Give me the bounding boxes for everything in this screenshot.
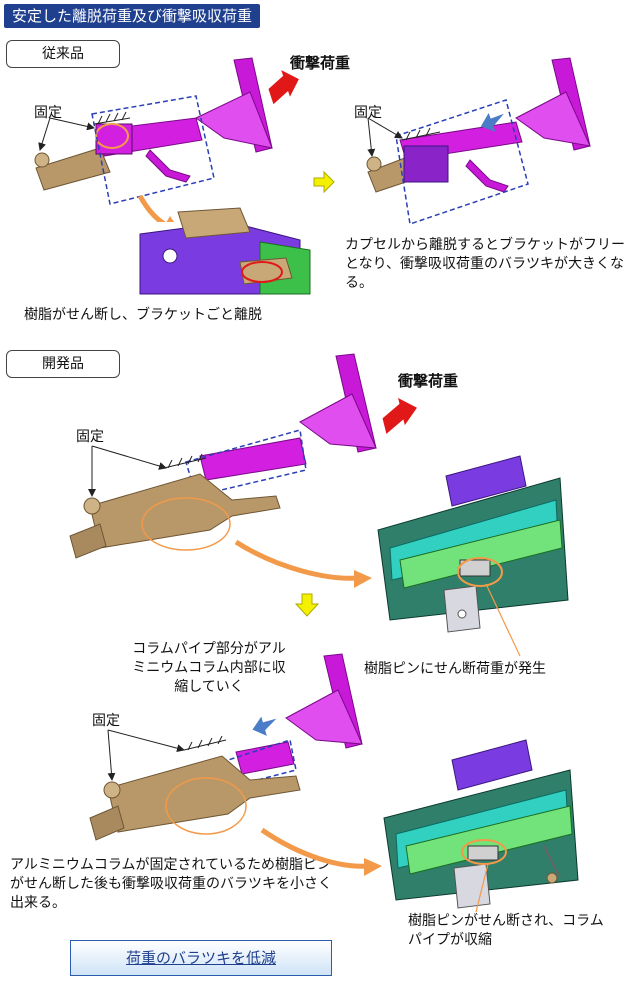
steering-column-conventional-before <box>34 57 273 205</box>
callout-ellipse <box>141 497 231 551</box>
callout-arrow <box>234 539 359 581</box>
callout-arrowhead <box>354 570 372 588</box>
impact-arrow-developed <box>382 397 417 434</box>
step-arrow-down <box>294 593 320 617</box>
retract-arrow-conventional <box>480 112 504 132</box>
fixed-leader <box>49 117 95 131</box>
callout-arrow <box>260 827 369 869</box>
detail-resin-pin-before <box>377 455 569 657</box>
section-label-conventional: 従来品 <box>6 40 120 68</box>
aluminium-column <box>89 473 281 549</box>
note-pin-sheared: 樹脂ピンがせん断され、コラムパイプが収縮 <box>408 913 604 948</box>
column-pipe <box>199 437 307 481</box>
section-label-developed: 開発品 <box>6 350 120 378</box>
note-resin-shear: 樹脂がせん断し、ブラケットごと離脱 <box>24 307 262 323</box>
summary-box: 荷重のバラツキを低減 <box>70 940 332 976</box>
detail-capsule-bracket <box>139 207 311 295</box>
page-title: 安定した離脱荷重及び衝撃吸収荷重 <box>4 4 261 28</box>
fixed-label-developed: 固定 <box>76 429 104 445</box>
note-column-retract: コラムパイプ部分がアルミニウムコラム内部に収縮していく <box>132 641 286 695</box>
conventional-explanation: カプセルから離脱するとブラケットがフリーとなり、衝撃吸収荷重のバラツキが大きくな… <box>345 237 625 291</box>
fixed-label-conventional: 固定 <box>34 105 62 121</box>
dashed-region <box>395 99 529 225</box>
retract-arrow-developed <box>252 716 277 736</box>
steering-wheel <box>195 57 273 153</box>
steering-column-developed-before <box>69 353 377 559</box>
callout-arrowhead <box>364 858 382 876</box>
note-pin-shear-load: 樹脂ピンにせん断荷重が発生 <box>364 661 546 677</box>
bolt <box>34 152 50 168</box>
impact-load-label-conventional: 衝撃荷重 <box>290 54 351 72</box>
summary-text: 荷重のバラツキを低減 <box>125 949 276 967</box>
fixed-hatch <box>93 111 131 125</box>
impact-load-label-developed: 衝撃荷重 <box>398 372 459 390</box>
fixed-label-developed-after: 固定 <box>92 713 120 729</box>
detail-resin-pin-after <box>383 739 579 913</box>
fixed-label-conventional-after: 固定 <box>354 105 382 121</box>
developed-explanation: アルミニウムコラムが固定されているため樹脂ピンがせん断した後も衝撃吸収荷重のバラ… <box>10 857 332 911</box>
tilt-lever <box>145 149 191 183</box>
step-arrow-right <box>313 170 335 194</box>
mount-bracket <box>35 147 111 191</box>
fixed-leader <box>38 117 51 151</box>
callout-arrow <box>137 194 170 229</box>
impact-arrow-conventional <box>268 70 299 105</box>
steering-column-developed-after <box>89 653 363 841</box>
steering-column-conventional-after <box>366 57 591 225</box>
callout-ellipse <box>95 123 129 149</box>
fixed-hatch <box>163 453 207 469</box>
